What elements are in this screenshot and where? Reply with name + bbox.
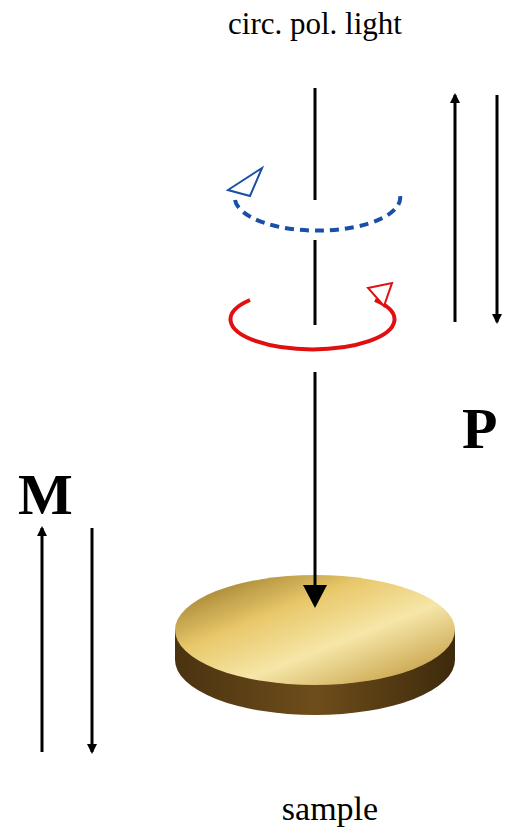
right-circular-polarization <box>231 300 395 349</box>
polarization-down-arrow <box>496 95 499 322</box>
left-circular-polarization <box>235 195 400 231</box>
polarization-up-arrow <box>454 95 457 322</box>
sample-label: sample <box>282 792 378 826</box>
beam-arrowhead <box>303 585 327 608</box>
magnetization-label: M <box>18 466 73 524</box>
magnetization-up-arrow <box>41 528 44 752</box>
beam-label: circ. pol. light <box>228 8 402 39</box>
polarization-arrowhead <box>368 283 392 306</box>
polarization-arrowhead <box>228 168 262 196</box>
sample-disc <box>175 575 455 715</box>
light-beam <box>314 88 317 200</box>
light-beam <box>314 240 317 325</box>
polarization-label: P <box>462 400 497 458</box>
light-beam <box>314 372 317 590</box>
magnetization-down-arrow <box>91 528 94 752</box>
